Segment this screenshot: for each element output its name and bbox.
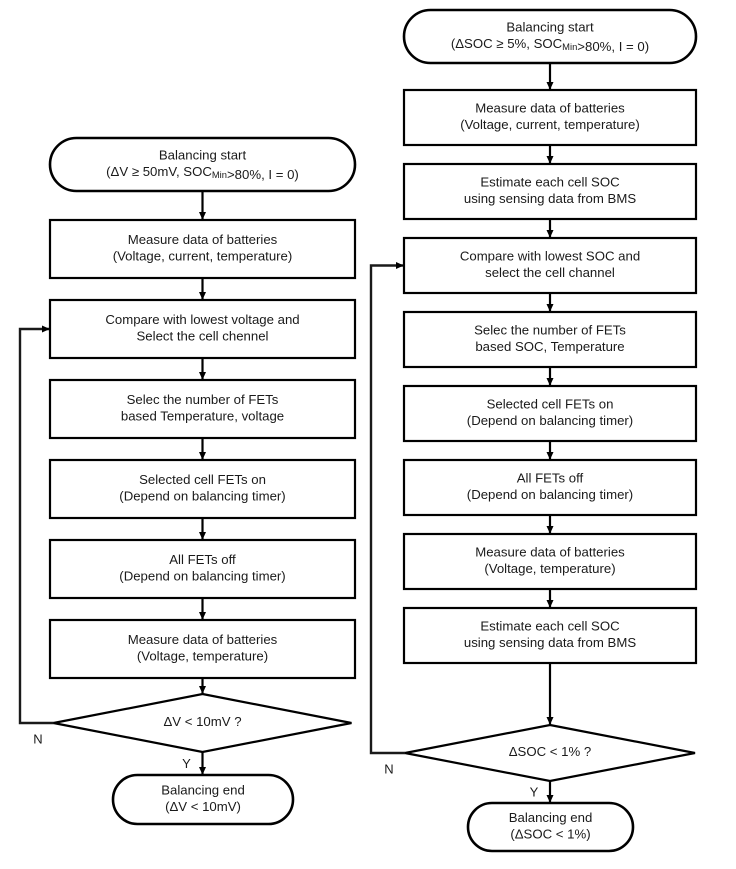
process-box-fets-on[interactable] [48,458,357,520]
process-box-label-measure-2: Measure data of batteries(Voltage, tempe… [475,545,625,577]
loop-back-connector [369,261,405,755]
end-terminator[interactable] [466,801,635,853]
process-box-select-fets[interactable] [48,378,357,440]
process-box-compare[interactable] [402,236,698,295]
decision-no-label: N [33,731,42,746]
start-terminator-label: Balancing start(ΔV ≥ 50mV, SOCMin>80%, I… [106,148,299,183]
end-terminator-label: Balancing end(ΔSOC < 1%) [509,810,593,842]
decision-diamond-label: ΔV < 10mV ? [163,714,241,729]
process-box-label-measure-1: Measure data of batteries(Voltage, curre… [113,232,293,264]
process-box-label-measure-2: Measure data of batteries(Voltage, tempe… [128,632,278,664]
process-box-compare[interactable] [48,298,357,360]
decision-no-label: N [384,761,393,776]
decision-diamond-label: ΔSOC < 1% ? [509,744,591,759]
end-terminator[interactable] [111,773,295,826]
process-box-label-fets-on: Selected cell FETs on(Depend on balancin… [119,472,285,504]
process-box-label-fets-off: All FETs off(Depend on balancing timer) [467,471,633,503]
process-box-fets-off[interactable] [48,538,357,600]
end-terminator-label: Balancing end(ΔV < 10mV) [161,783,245,815]
flowchart-voltage-based: Balancing start(ΔV ≥ 50mV, SOCMin>80%, I… [18,136,357,826]
loop-back-connector [18,325,54,725]
process-box-measure-2[interactable] [402,532,698,591]
decision-yes-label: Y [182,756,191,771]
start-terminator-label: Balancing start(ΔSOC ≥ 5%, SOCMin>80%, I… [451,20,649,55]
process-box-estimate-1[interactable] [402,162,698,221]
process-box-label-measure-1: Measure data of batteries(Voltage, curre… [460,101,640,133]
process-box-fets-on[interactable] [402,384,698,443]
process-box-label-fets-on: Selected cell FETs on(Depend on balancin… [467,397,633,429]
decision-yes-label: Y [530,784,539,799]
process-box-label-fets-off: All FETs off(Depend on balancing timer) [119,552,285,584]
flowchart-soc-based: Balancing start(ΔSOC ≥ 5%, SOCMin>80%, I… [369,8,698,853]
